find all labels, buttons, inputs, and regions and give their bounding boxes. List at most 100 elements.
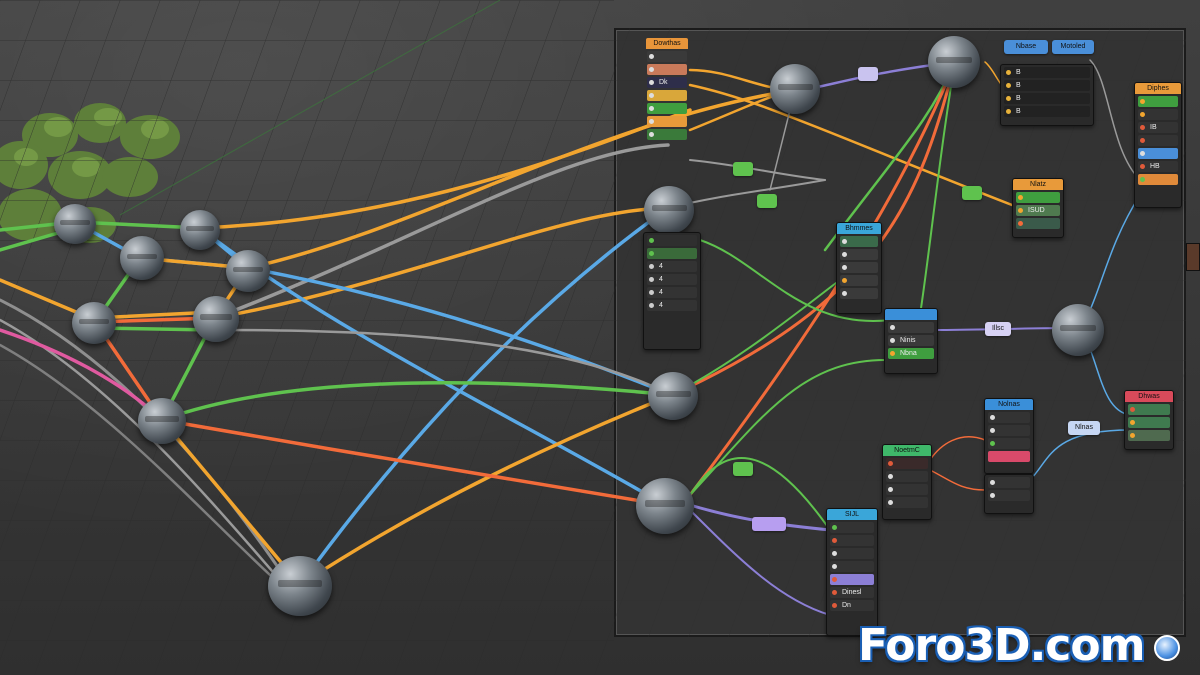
hub-sphere-3[interactable]	[644, 186, 694, 234]
node-h-row[interactable]	[886, 471, 928, 482]
wire-reroute-purple[interactable]	[858, 67, 878, 81]
node-m[interactable]: SIJL Dinesl Dn	[826, 508, 878, 636]
node-i-row[interactable]	[988, 451, 1030, 462]
node-a-title: Dowthas	[646, 38, 688, 49]
node-h[interactable]: NoetmC	[882, 444, 932, 520]
node-c-row[interactable]: B	[1004, 106, 1090, 117]
node-g-row[interactable]: Ninis	[888, 335, 934, 346]
node-b-row[interactable]	[647, 235, 697, 246]
joint-sphere-5[interactable]	[72, 302, 116, 344]
node-h-title: NoetmC	[883, 445, 931, 456]
node-a-row[interactable]	[647, 116, 687, 127]
node-g-row[interactable]	[888, 322, 934, 333]
joint-sphere-1[interactable]	[54, 204, 96, 244]
node-a-row[interactable]	[647, 64, 687, 75]
node-g[interactable]: Ninis Nbna	[884, 308, 938, 374]
node-l-row[interactable]	[1128, 430, 1170, 441]
node-l-row[interactable]	[1128, 417, 1170, 428]
wire-tag-2[interactable]: Nlnas	[1068, 421, 1100, 435]
node-m-row[interactable]	[830, 548, 874, 559]
node-d-row[interactable]	[1138, 135, 1178, 146]
node-f-row[interactable]	[840, 262, 878, 273]
node-f-row[interactable]	[840, 236, 878, 247]
joint-sphere-7[interactable]	[138, 398, 186, 444]
node-d[interactable]: Diphes IB HB	[1134, 82, 1182, 208]
offscreen-node-stub[interactable]	[1186, 243, 1200, 271]
node-i[interactable]: Nolnas	[984, 398, 1034, 474]
node-f-row[interactable]	[840, 275, 878, 286]
node-b[interactable]: 4 4 4 4	[643, 232, 701, 350]
wire-reroute-green-2[interactable]	[757, 194, 777, 208]
hub-sphere-6[interactable]	[1052, 304, 1104, 356]
wire-tag-1[interactable]: Illsc	[985, 322, 1011, 336]
node-c-row[interactable]: B	[1004, 67, 1090, 78]
node-f-row[interactable]	[840, 249, 878, 260]
node-l[interactable]: Dhwas	[1124, 390, 1174, 450]
node-l-title: Dhwas	[1125, 391, 1173, 402]
node-a-row[interactable]: Dk	[647, 77, 687, 88]
node-a[interactable]: Dowthas Dk	[644, 38, 690, 156]
node-m-row[interactable]	[830, 522, 874, 533]
node-h-row[interactable]	[886, 484, 928, 495]
node-a-row[interactable]	[647, 129, 687, 140]
wire-reroute-green-1[interactable]	[733, 162, 753, 176]
node-j-row[interactable]	[988, 477, 1030, 488]
joint-sphere-3[interactable]	[120, 236, 164, 280]
node-d-row[interactable]	[1138, 109, 1178, 120]
node-m-row[interactable]	[830, 561, 874, 572]
node-b-row[interactable]	[647, 248, 697, 259]
node-m-row[interactable]: Dinesl	[830, 587, 874, 598]
joint-sphere-6[interactable]	[193, 296, 239, 342]
node-l-row[interactable]	[1128, 404, 1170, 415]
node-c-tag-left[interactable]: Nbase	[1004, 40, 1048, 54]
node-c[interactable]: B B B B	[1000, 64, 1094, 126]
node-a-row[interactable]	[647, 51, 687, 62]
node-f-row[interactable]	[840, 288, 878, 299]
node-d-row[interactable]	[1138, 96, 1178, 107]
node-f[interactable]: Bhmmes	[836, 222, 882, 314]
node-j[interactable]	[984, 474, 1034, 514]
node-a-row[interactable]	[647, 90, 687, 101]
joint-sphere-8[interactable]	[268, 556, 332, 616]
node-m-title: SIJL	[827, 509, 877, 520]
node-e-row[interactable]: ISUD	[1016, 205, 1060, 216]
node-m-row[interactable]: Dn	[830, 600, 874, 611]
node-i-title: Nolnas	[985, 399, 1033, 410]
node-g-row[interactable]: Nbna	[888, 348, 934, 359]
node-e-row[interactable]	[1016, 218, 1060, 229]
hub-sphere-2[interactable]	[928, 36, 980, 88]
wire-reroute-green-3[interactable]	[962, 186, 982, 200]
node-m-row[interactable]	[830, 574, 874, 585]
globe-icon	[1154, 635, 1180, 661]
joint-sphere-2[interactable]	[180, 210, 220, 250]
node-b-row[interactable]: 4	[647, 274, 697, 285]
node-i-row[interactable]	[988, 412, 1030, 423]
hub-sphere-1[interactable]	[770, 64, 820, 114]
node-d-row[interactable]: HB	[1138, 161, 1178, 172]
node-h-row[interactable]	[886, 497, 928, 508]
node-e[interactable]: Nlatz ISUD	[1012, 178, 1064, 238]
node-m-row[interactable]	[830, 535, 874, 546]
node-d-row[interactable]: IB	[1138, 122, 1178, 133]
node-b-row[interactable]: 4	[647, 287, 697, 298]
node-c-row[interactable]: B	[1004, 80, 1090, 91]
node-i-row[interactable]	[988, 438, 1030, 449]
node-d-row[interactable]	[1138, 148, 1178, 159]
node-a-row[interactable]	[647, 103, 687, 114]
node-i-row[interactable]	[988, 425, 1030, 436]
node-c-tag-right[interactable]: Motoled	[1052, 40, 1094, 54]
wire-reroute-purple-2[interactable]	[752, 517, 786, 531]
node-j-row[interactable]	[988, 490, 1030, 501]
node-c-row[interactable]: B	[1004, 93, 1090, 104]
joint-sphere-4[interactable]	[226, 250, 270, 292]
hub-sphere-4[interactable]	[648, 372, 698, 420]
node-b-row[interactable]: 4	[647, 261, 697, 272]
node-d-row[interactable]	[1138, 174, 1178, 185]
hub-sphere-5[interactable]	[636, 478, 694, 534]
node-h-row[interactable]	[886, 458, 928, 469]
wire-reroute-green-4[interactable]	[733, 462, 753, 476]
node-b-row[interactable]: 4	[647, 300, 697, 311]
node-e-row[interactable]	[1016, 192, 1060, 203]
node-e-title: Nlatz	[1013, 179, 1063, 190]
